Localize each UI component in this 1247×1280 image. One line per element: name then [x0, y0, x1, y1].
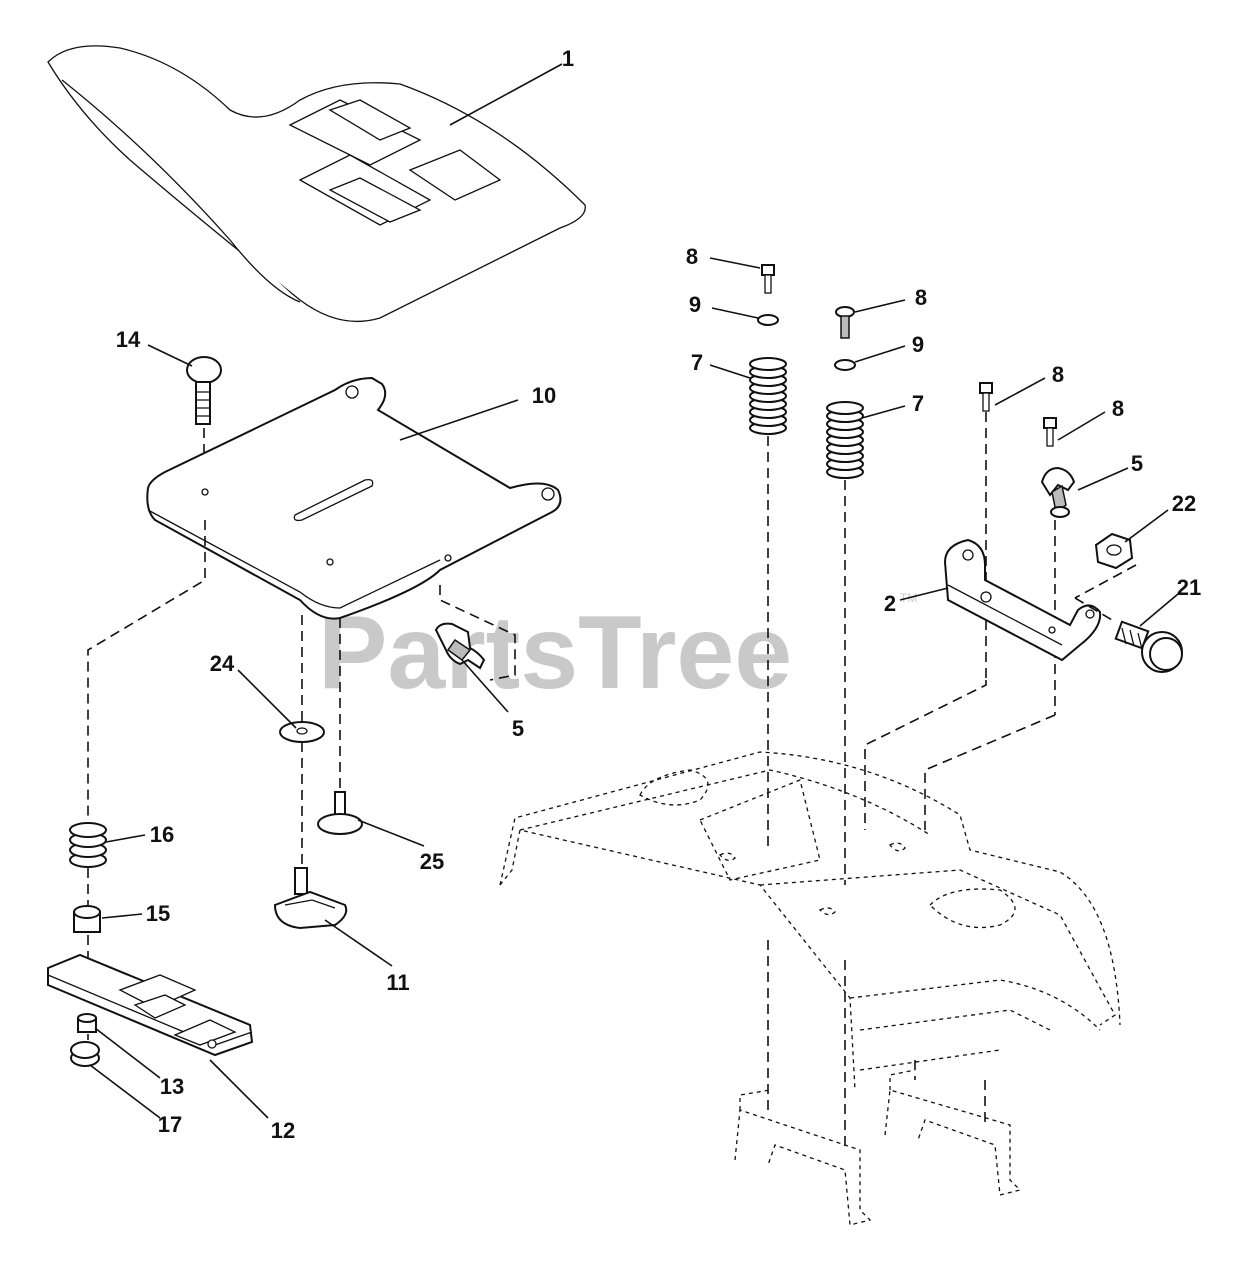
callout-7-b[interactable]: 7 — [912, 391, 924, 416]
knob-11-part[interactable] — [273, 867, 348, 930]
seat-clip-left-part[interactable] — [434, 622, 486, 670]
seat-part[interactable] — [47, 45, 586, 323]
callout-24[interactable]: 24 — [210, 651, 235, 676]
callout-5-left[interactable]: 5 — [512, 716, 524, 741]
callout-14[interactable]: 14 — [116, 327, 141, 352]
callout-16[interactable]: 16 — [150, 822, 174, 847]
spring-7b-part[interactable] — [826, 401, 864, 479]
washer-9b-part[interactable] — [834, 359, 856, 371]
nut-13-part[interactable] — [77, 1013, 97, 1033]
callout-1[interactable]: 1 — [562, 46, 574, 71]
callout-7-a[interactable]: 7 — [691, 350, 703, 375]
bolt-8d-part[interactable] — [1043, 417, 1057, 447]
callout-22[interactable]: 22 — [1172, 491, 1196, 516]
callout-8-a[interactable]: 8 — [686, 244, 698, 269]
bolt-8c-part[interactable] — [979, 382, 993, 412]
callout-12[interactable]: 12 — [271, 1118, 295, 1143]
spring-16-part[interactable] — [69, 822, 107, 868]
clip-5b-part[interactable] — [1040, 466, 1076, 518]
leader-lines — [89, 63, 1179, 1119]
callout-8-c[interactable]: 8 — [1052, 362, 1064, 387]
washer-17-part[interactable] — [70, 1041, 100, 1067]
callout-10[interactable]: 10 — [532, 383, 556, 408]
bolt-8a-part[interactable] — [761, 264, 775, 294]
callout-13[interactable]: 13 — [160, 1074, 184, 1099]
callout-15[interactable]: 15 — [146, 901, 170, 926]
callout-9-a[interactable]: 9 — [689, 292, 701, 317]
callout-11[interactable]: 11 — [386, 970, 409, 995]
spring-7a-part[interactable] — [749, 357, 787, 435]
callout-labels: 1 14 10 24 5 25 16 15 11 13 17 12 8 9 7 … — [116, 46, 1201, 1143]
flange-screw-25-part[interactable] — [317, 791, 363, 835]
slide-plate-12-part[interactable] — [47, 953, 254, 1057]
shoulder-bolt-21-part[interactable] — [1114, 620, 1183, 673]
callout-9-b[interactable]: 9 — [912, 332, 924, 357]
bolt-8b-part[interactable] — [835, 306, 855, 339]
washer-9a-part[interactable] — [757, 314, 779, 326]
bracket-2-part[interactable] — [943, 538, 1102, 662]
callout-25[interactable]: 25 — [420, 849, 444, 874]
watermark-text: PartsTree — [318, 595, 792, 711]
callout-2[interactable]: 2 — [884, 591, 896, 616]
callout-21[interactable]: 21 — [1177, 575, 1201, 600]
seat-pan-part[interactable] — [146, 376, 562, 620]
carriage-bolt-part[interactable] — [186, 356, 222, 425]
callout-5-right[interactable]: 5 — [1131, 451, 1143, 476]
nut-22-part[interactable] — [1094, 532, 1134, 570]
fender-frame-phantom — [499, 751, 1121, 1226]
callout-8-d[interactable]: 8 — [1112, 396, 1124, 421]
spacer-15-part[interactable] — [73, 905, 101, 933]
callout-17[interactable]: 17 — [158, 1112, 182, 1137]
callout-8-b[interactable]: 8 — [915, 285, 927, 310]
